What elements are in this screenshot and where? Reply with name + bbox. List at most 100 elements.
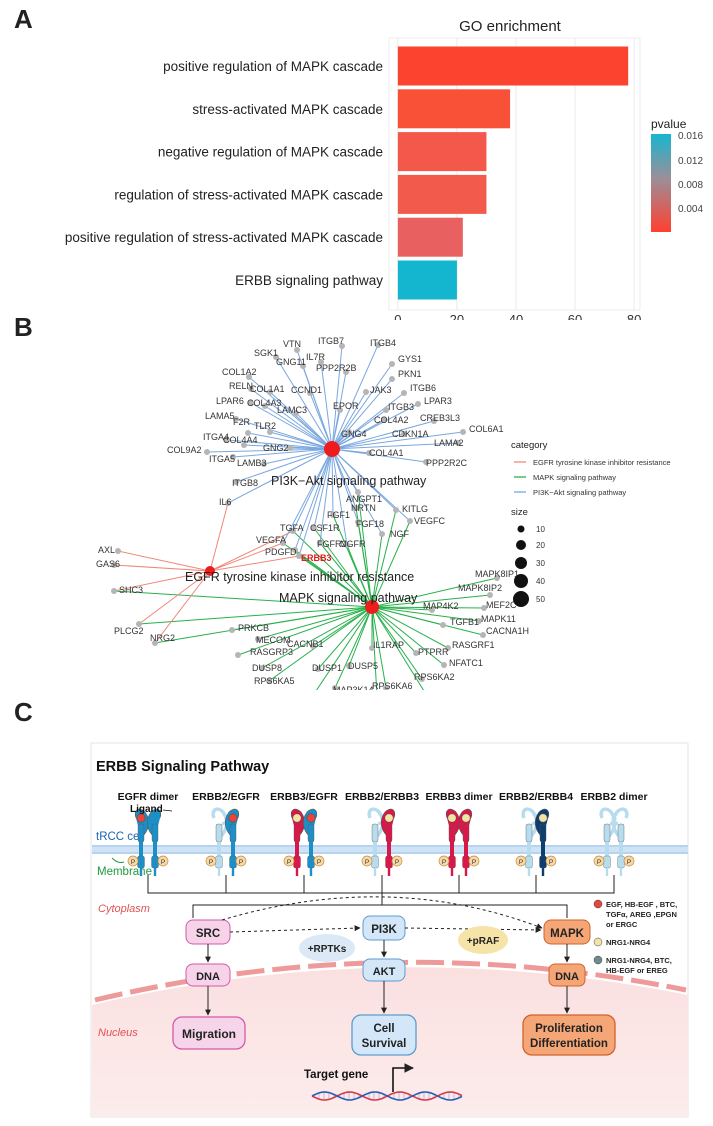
- gene-label: LPAR3: [424, 396, 452, 406]
- gene-node: [344, 542, 350, 548]
- edge-mapk: [257, 606, 373, 640]
- ligand-legend-text: TGFα, AREG ,EPGN: [606, 910, 677, 919]
- gene-label: CDKN1A: [392, 429, 429, 439]
- gene-node: [296, 553, 302, 559]
- legend-label-mapk: MAPK signaling pathway: [533, 473, 616, 482]
- gene-label: COL4A1: [369, 448, 404, 458]
- gene-node: [225, 500, 231, 506]
- gene-node: [480, 632, 486, 638]
- proliferation-label-1: Proliferation: [535, 1023, 603, 1035]
- rptks-label: +RPTKs: [308, 944, 347, 955]
- bar: [397, 46, 629, 86]
- gene-node: [266, 678, 272, 684]
- ligand-dot: [228, 813, 238, 823]
- panel-b-letter: B: [14, 312, 33, 342]
- gene-node: [233, 479, 239, 485]
- x-tick-label: 40: [509, 312, 523, 320]
- gene-label: IL7R: [306, 352, 326, 362]
- gene-label: ITGB7: [318, 336, 344, 346]
- edge-egfr: [138, 570, 211, 625]
- edge-pi3k: [250, 402, 333, 450]
- ligand-label: Ligand: [130, 804, 163, 815]
- ligand-dot: [447, 813, 457, 823]
- edge-egfr: [113, 570, 211, 592]
- phospho-label: P: [365, 859, 369, 866]
- praf-bubble: [458, 926, 508, 954]
- edge-pi3k: [235, 418, 333, 450]
- edge-egfr: [209, 542, 284, 572]
- gene-node: [407, 518, 413, 524]
- ligand-pointer: [162, 809, 173, 812]
- phospho-site: [515, 855, 527, 867]
- gene-label: DUSP1: [312, 663, 342, 673]
- edge-pi3k: [250, 388, 333, 450]
- edge-pi3k: [331, 448, 427, 463]
- edge-mapk: [319, 542, 373, 608]
- ligand-dot: [136, 813, 146, 823]
- gene-node: [293, 410, 299, 416]
- migration-node: [172, 1016, 246, 1050]
- gene-label: GAS6: [96, 559, 120, 569]
- edge-mapk: [231, 606, 373, 631]
- pvalue-tick: 0.012: [678, 156, 703, 167]
- edge-mapk: [371, 509, 397, 608]
- size-legend-label: 30: [536, 559, 545, 568]
- edge-pi3k: [295, 412, 333, 450]
- ligand-legend-dot: [593, 937, 603, 947]
- gene-label: COL1A1: [250, 384, 285, 394]
- edge-mapk: [334, 606, 373, 689]
- edge-mapk: [268, 606, 373, 682]
- receptor-monomer: [380, 808, 396, 876]
- gene-label: TLR2: [254, 421, 276, 431]
- gene-label: ITGB3: [388, 402, 414, 412]
- phospho-label: P: [131, 859, 135, 866]
- phospho-site: [235, 855, 247, 867]
- edge-pi3k: [331, 345, 343, 450]
- gene-label: NRTN: [351, 503, 376, 513]
- gene-node: [310, 643, 316, 649]
- edge-pi3k: [302, 365, 333, 450]
- gene-node: [346, 429, 352, 435]
- gene-node: [136, 621, 142, 627]
- edge-mapk: [357, 521, 373, 608]
- receptor-monomer: [302, 808, 318, 876]
- gene-label: FGF1: [327, 510, 350, 520]
- edge-pi3k: [269, 391, 333, 450]
- gene-node: [152, 640, 158, 646]
- gene-label: NFATC1: [449, 658, 483, 668]
- x-tick-label: 60: [568, 312, 582, 320]
- gene-label: COL4A4: [223, 435, 258, 445]
- gene-node: [415, 401, 421, 407]
- edge-pi3k: [275, 356, 333, 450]
- edge-pi3k: [331, 392, 405, 450]
- gene-label: AXL: [98, 545, 115, 555]
- edge-mapk: [371, 606, 449, 649]
- edge-pi3k: [331, 420, 435, 450]
- edge-pi3k: [248, 376, 333, 450]
- gene-node: [248, 386, 254, 392]
- gene-label: CREB3L3: [420, 413, 460, 423]
- hub-node-egfr: [205, 566, 215, 576]
- gene-label: NGFR: [340, 539, 366, 549]
- gene-label: RASGRF1: [452, 640, 495, 650]
- edge-pi3k: [298, 448, 333, 557]
- transcription-arrow: [392, 1063, 414, 1092]
- gene-label: ITGB8: [232, 478, 258, 488]
- edge-pi3k: [331, 344, 379, 450]
- size-legend-dot: [514, 574, 528, 588]
- gene-node: [246, 374, 252, 380]
- phospho-label: P: [597, 859, 601, 866]
- phospho-site: [205, 855, 217, 867]
- edge-mapk: [113, 590, 373, 608]
- edge-egfr: [117, 550, 211, 572]
- edge-mapk: [371, 606, 425, 690]
- gene-node: [353, 505, 359, 511]
- gene-label: MAP4K2: [423, 601, 459, 611]
- gene-label: F2R: [233, 417, 251, 427]
- edge-mapk: [371, 606, 485, 609]
- gene-label: PKN1: [398, 369, 422, 379]
- gene-label: PPP2R2C: [426, 458, 468, 468]
- gene-node: [487, 592, 493, 598]
